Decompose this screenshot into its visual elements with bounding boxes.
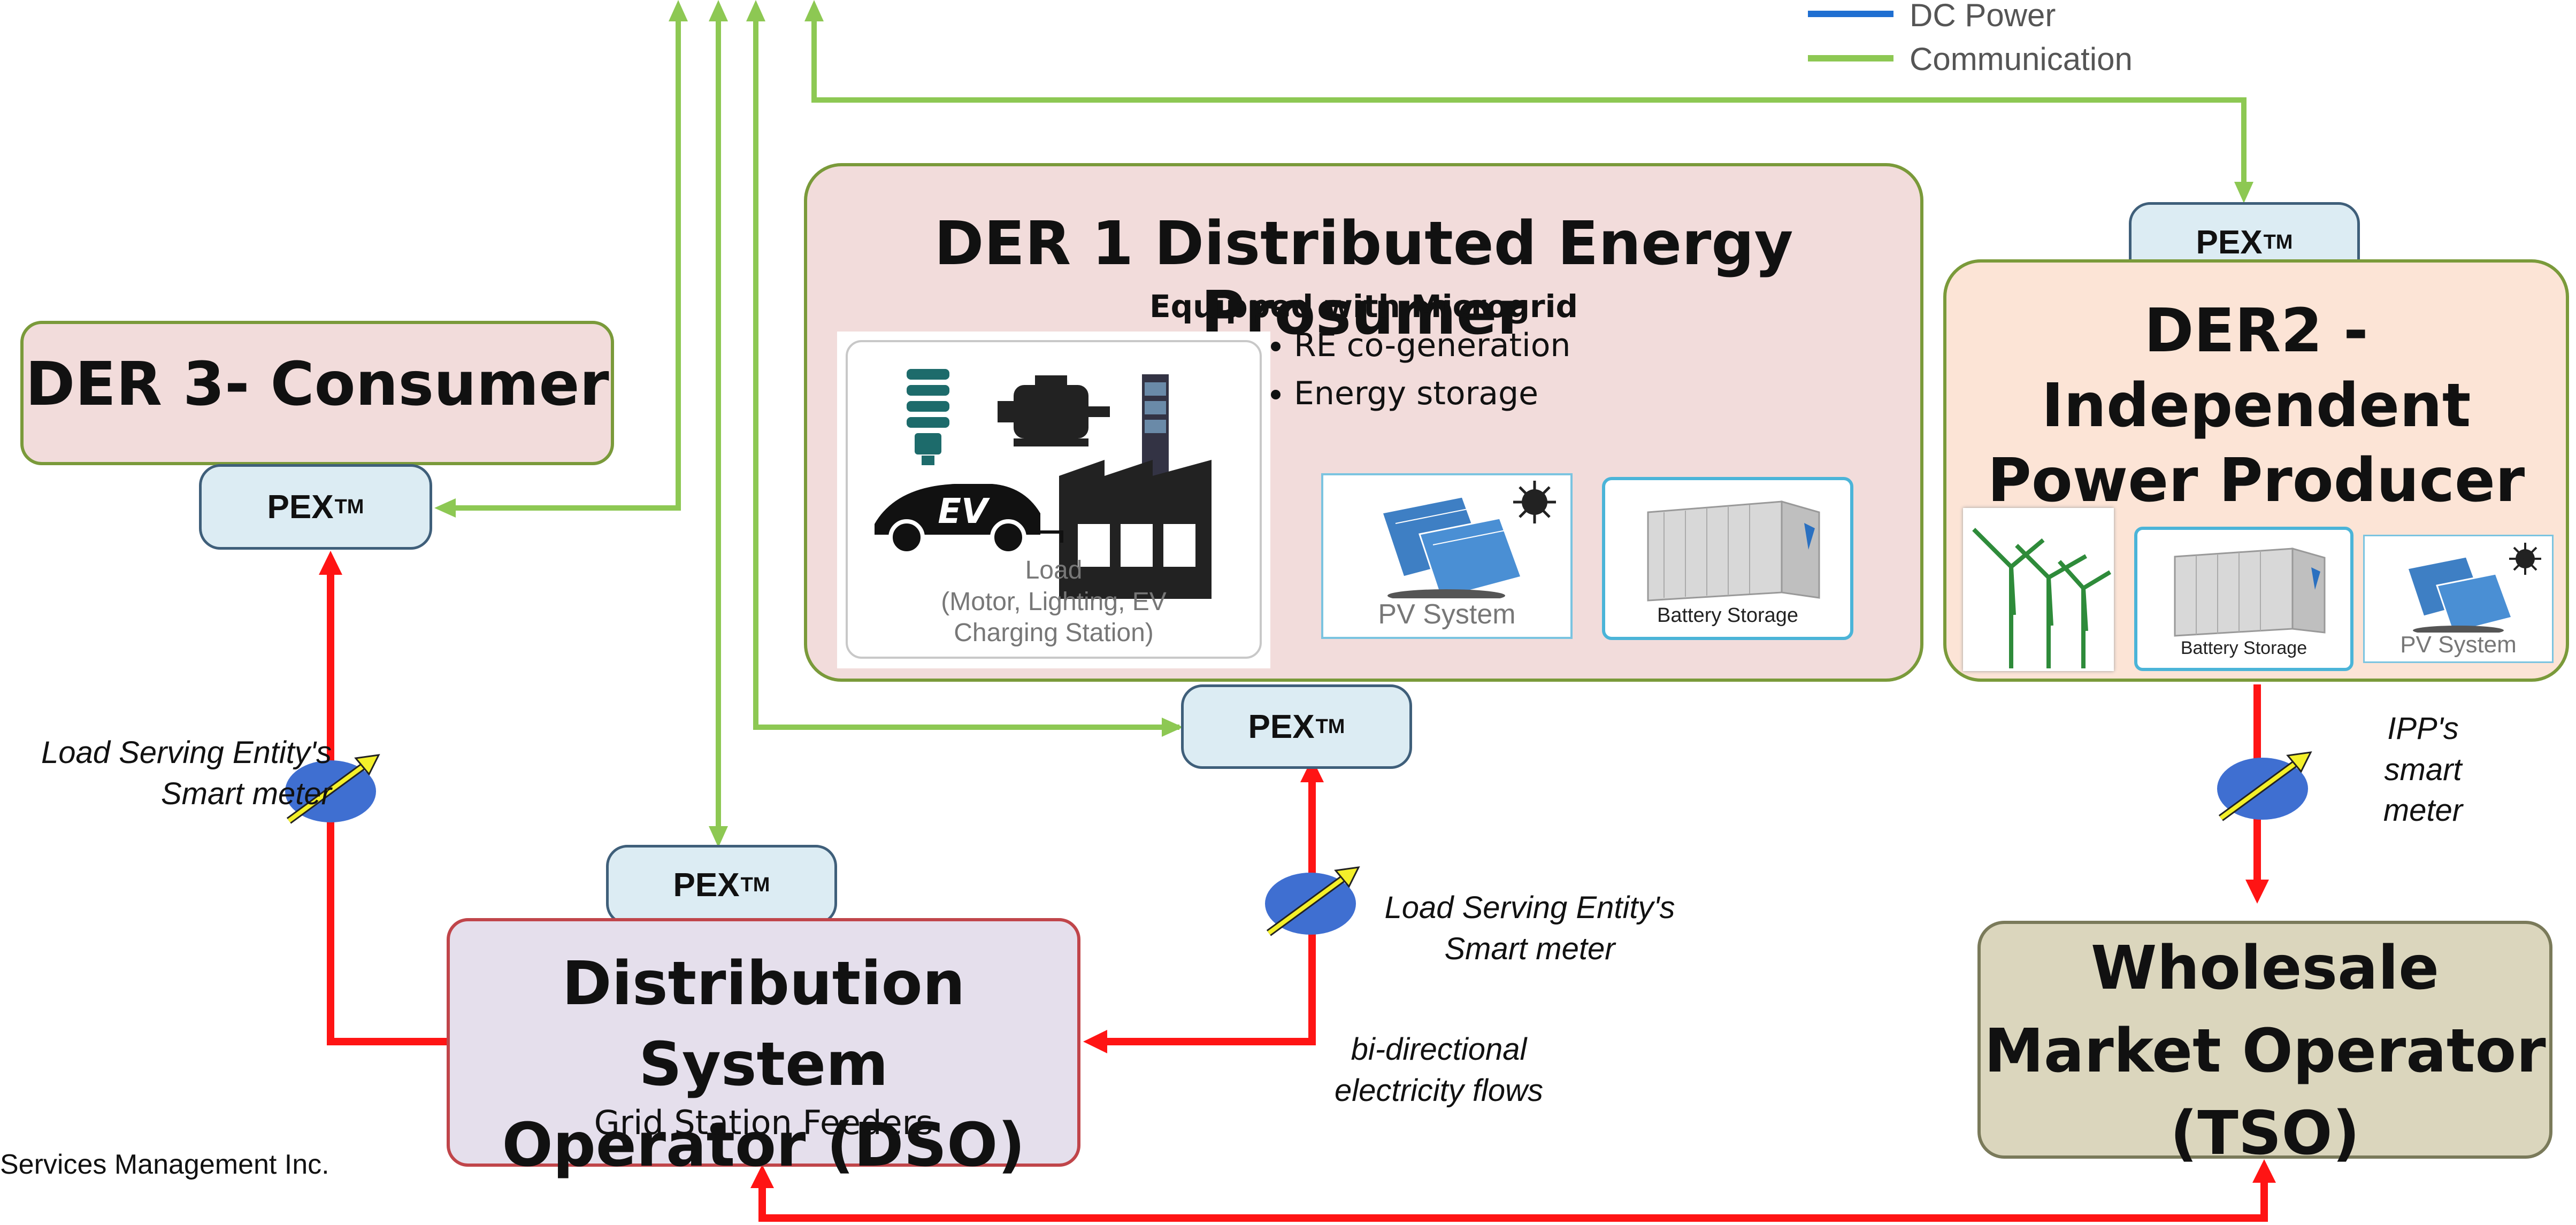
power-flow-lines xyxy=(327,564,2268,1222)
pex-tm: TM xyxy=(740,873,770,896)
arrowhead-der3-pex xyxy=(434,498,456,518)
arrowhead-der2-pex xyxy=(2234,182,2253,203)
ipp-meter-label: IPP's smart meter xyxy=(2383,711,2463,828)
der1-battery-label: Battery Storage xyxy=(1657,604,1799,627)
legend-dc-power-swatch xyxy=(1808,11,1893,17)
lse-meter-left-label: Load Serving Entity's Smart meter xyxy=(41,735,332,811)
der2-battery-label: Battery Storage xyxy=(2180,638,2307,658)
comm-line-der3 xyxy=(447,13,681,511)
power-flow-arrowheads xyxy=(319,551,2276,1188)
der2-pv-label: PV System xyxy=(2400,631,2517,658)
tso-box: Wholesale Market Operator (TSO) xyxy=(1977,921,2552,1168)
footer-text: Services Management Inc. xyxy=(0,1149,329,1180)
der1-load-image: EV Load (Motor, Lighting, EV Charging St… xyxy=(837,332,1270,668)
bidirectional-label: bi-directional electricity flows xyxy=(1335,1032,1543,1108)
arrowhead-der1-pex xyxy=(1162,718,1183,737)
pex-label: PEX xyxy=(2196,224,2263,261)
communication-lines xyxy=(447,13,2247,837)
power-line-dso-der3 xyxy=(327,564,448,1045)
pex-label: PEX xyxy=(267,488,334,526)
dso-box: Distribution System Operator (DSO) Grid … xyxy=(447,918,1080,1180)
power-line-dso-tso xyxy=(758,1182,2268,1222)
der1-bullet-re: RE co-generation xyxy=(1294,321,1570,369)
load-icons: EV xyxy=(875,369,1212,599)
arrowhead-up-1 xyxy=(669,0,688,21)
arrowhead-der3-up xyxy=(319,551,342,575)
ev-badge-text: EV xyxy=(938,492,990,531)
legend-communication-label: Communication xyxy=(1910,41,2133,77)
tso-title: Wholesale Market Operator (TSO) xyxy=(1984,934,2546,1169)
solar-panel-icon xyxy=(2406,543,2541,633)
arrowhead-dso-left xyxy=(1083,1030,1107,1053)
arrowhead-up-2 xyxy=(709,0,728,21)
smart-meter-mid xyxy=(1265,866,1360,936)
der1-bullets: RE co-generation Energy storage xyxy=(1262,321,1570,418)
arrowhead-dso-up xyxy=(750,1165,774,1188)
pex-label: PEX xyxy=(1248,708,1315,745)
motor-icon xyxy=(998,375,1110,446)
ev-car-icon: EV xyxy=(875,484,1063,556)
der2-pv-image: PV System xyxy=(2363,535,2554,663)
arrowhead-up-3 xyxy=(746,0,765,21)
legend: DC Power Communication xyxy=(1808,0,2214,80)
power-line-dso-der1 xyxy=(1097,770,1316,1045)
battery-container-icon xyxy=(2174,548,2326,637)
der1-load-frame xyxy=(846,340,1262,659)
pex-tm: TM xyxy=(1315,715,1345,738)
sun-icon xyxy=(1513,481,1556,523)
dso-subtitle: Grid Station Feeders xyxy=(594,1103,933,1142)
der3-title: DER 3- Consumer xyxy=(25,350,609,419)
legend-dc-power-label: DC Power xyxy=(1910,0,2056,33)
arrowhead-der1-up xyxy=(1300,758,1324,782)
der2-title: DER2 - Independent Power Producer xyxy=(1987,296,2525,515)
comm-line-der2 xyxy=(811,13,2247,192)
battery-container-icon xyxy=(1647,500,1820,602)
pex-tm: TM xyxy=(2263,230,2293,253)
smart-meter-left xyxy=(285,754,380,824)
der1-title: DER 1 Distributed Energy Prosumer xyxy=(934,209,1793,348)
der3-consumer-box: DER 3- Consumer xyxy=(20,321,614,465)
der1-pv-label: PV System xyxy=(1378,599,1516,630)
arrowhead-tso-up xyxy=(2252,1159,2276,1183)
arrowhead-dso-pex xyxy=(709,826,728,848)
pex-tm: TM xyxy=(334,495,364,518)
arrowhead-tso-down xyxy=(2245,880,2269,904)
der1-subtitle: Equipped with Microgrid xyxy=(1149,288,1578,325)
solar-panel-icon xyxy=(1381,481,1556,598)
der1-battery-image: Battery Storage xyxy=(1602,477,1853,640)
pex-label: PEX xyxy=(673,866,740,904)
arrowhead-up-4 xyxy=(804,0,824,21)
der1-pv-image: PV System xyxy=(1321,473,1573,639)
der1-load-label: Load (Motor, Lighting, EV Charging Stati… xyxy=(941,556,1167,648)
wind-turbine-icon xyxy=(1972,528,2112,668)
comm-line-der1 xyxy=(753,13,1179,730)
der2-wind-image xyxy=(1963,508,2114,671)
dso-title: Distribution System Operator (DSO) xyxy=(502,949,1025,1181)
bulb-icon xyxy=(907,369,949,465)
legend-communication-swatch xyxy=(1808,55,1893,61)
communication-arrowheads xyxy=(434,0,2253,848)
der2-battery-image: Battery Storage xyxy=(2134,527,2353,671)
sun-icon xyxy=(2509,543,2541,575)
smart-meter-ipp xyxy=(2217,751,2312,821)
lse-meter-mid-label: Load Serving Entity's Smart meter xyxy=(1384,890,1675,966)
factory-icon xyxy=(1059,374,1212,599)
der1-bullet-storage: Energy storage xyxy=(1294,369,1570,418)
